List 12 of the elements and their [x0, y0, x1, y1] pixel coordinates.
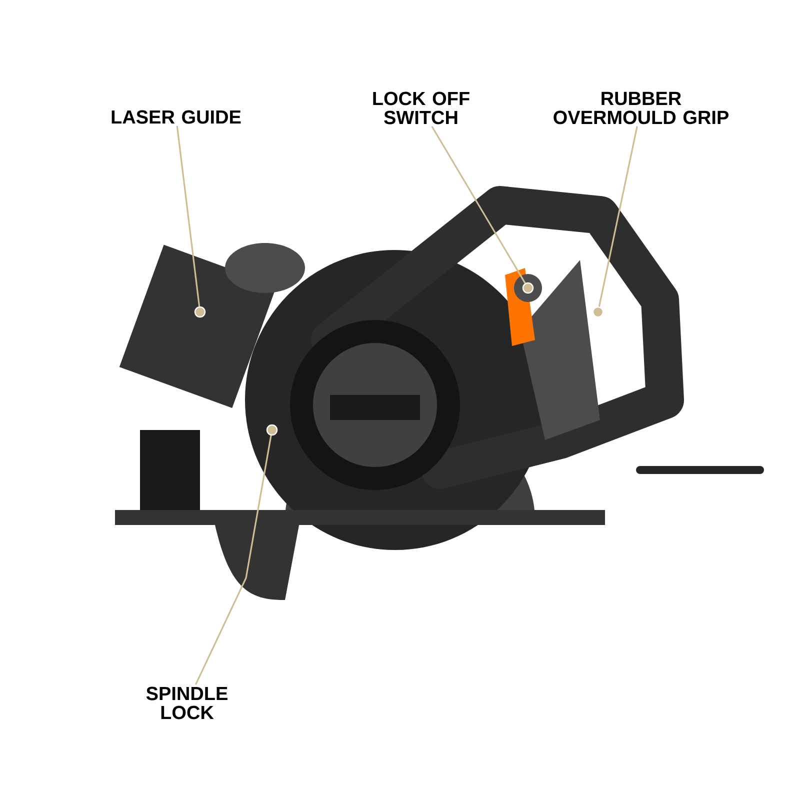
callout-label: SPINDLE LOCK: [146, 686, 228, 720]
leader-line: [598, 126, 638, 307]
callout-dot: [266, 424, 278, 436]
callout-dot: [522, 282, 534, 294]
callout-dot: [194, 306, 206, 318]
callout-label: LASER GUIDE: [112, 110, 241, 124]
leader-line: [176, 126, 200, 307]
callout-label: RUBBER OVERMOULD GRIP: [554, 92, 728, 124]
callout-dot: [592, 306, 604, 318]
callout-label: LOCK OFF SWITCH: [373, 92, 470, 124]
leader-line: [431, 126, 526, 284]
leader-line: [194, 435, 272, 685]
